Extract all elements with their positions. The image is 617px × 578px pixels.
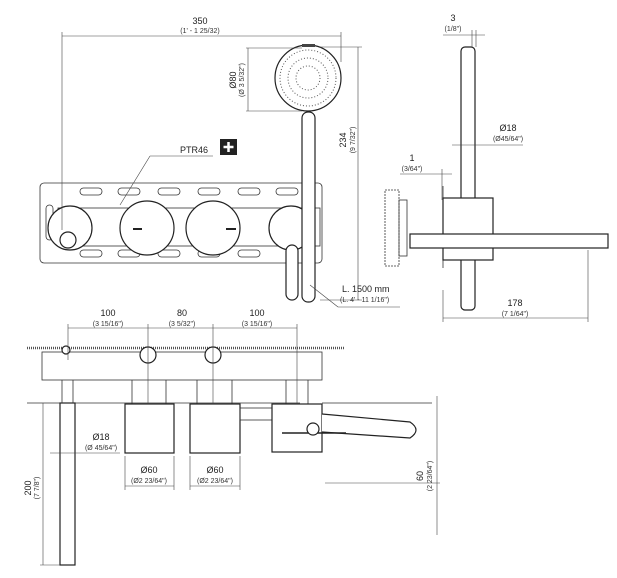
spacing-3: 100: [249, 308, 264, 318]
knob-depth: 60: [415, 471, 425, 481]
head-dia-imperial: (Ø 3 5/32"): [239, 63, 246, 97]
plan-view: 100 (3 15/16") 80 (3 5/32") 100 (3 15/16…: [23, 308, 440, 566]
head-dia: Ø80: [228, 71, 238, 88]
depth-dim: 178: [507, 298, 522, 308]
pipe-length-imperial: (7 7/8"): [34, 477, 41, 500]
hand-shower-handle: [301, 111, 316, 303]
outlet-pipe: [59, 402, 76, 566]
control-knob-1: [119, 200, 175, 256]
width-dim: 350: [192, 16, 207, 26]
control-knob-2: [185, 200, 241, 256]
side-view: 3 (1/8") Ø18 (Ø45/64") 1 (3/64") 178 (7 …: [384, 13, 609, 322]
knob1-dia: Ø60: [140, 465, 157, 475]
knob2-dia: Ø60: [206, 465, 223, 475]
part-code: PTR46: [180, 145, 208, 155]
knob-depth-imperial: (2 23/64"): [427, 461, 434, 492]
height-dim: 234: [338, 132, 348, 147]
spacing-2-imperial: (3 5/32"): [169, 321, 196, 328]
spacing-2: 80: [177, 308, 187, 318]
knob-body-1: [124, 403, 175, 454]
width-dim-imperial: (1' - 1 25/32): [180, 28, 219, 35]
handle-dia: Ø18: [499, 123, 516, 133]
gap-dim: 1: [409, 153, 414, 163]
spacing-1: 100: [100, 308, 115, 318]
diverter-knob: [47, 205, 93, 251]
thickness-dim-imperial: (1/8"): [445, 26, 462, 33]
thickness-dim: 3: [450, 13, 455, 23]
knob1-dia-imperial: (Ø2 23/64"): [131, 478, 167, 485]
hose-length-imperial: (L. 4' - 11 1/16"): [340, 297, 389, 304]
spout-lever: [321, 413, 417, 439]
spacing-3-imperial: (3 15/16"): [242, 321, 273, 328]
side-handle: [460, 46, 476, 311]
mounting-plate: [39, 182, 323, 264]
knob2-dia-imperial: (Ø2 23/64"): [197, 478, 233, 485]
height-dim-imperial: (9 7/32"): [350, 127, 357, 154]
pipe-dia: Ø18: [92, 432, 109, 442]
hose-length: L. 1500 mm: [342, 284, 390, 294]
pipe-dia-imperial: (Ø 45/64"): [85, 445, 117, 452]
side-spout: [409, 233, 609, 249]
pipe-length: 200: [23, 480, 33, 495]
handle-dia-imperial: (Ø45/64"): [493, 136, 523, 143]
knob-body-2: [189, 403, 241, 454]
gap-dim-imperial: (3/64"): [402, 166, 423, 173]
spacing-1-imperial: (3 15/16"): [93, 321, 124, 328]
front-view: 350 (1' - 1 25/32) Ø80 (Ø 3 5/32") 234 (…: [39, 16, 400, 308]
plus-icon: [220, 139, 237, 155]
depth-dim-imperial: (7 1/64"): [502, 311, 529, 318]
shower-head: [274, 44, 342, 112]
